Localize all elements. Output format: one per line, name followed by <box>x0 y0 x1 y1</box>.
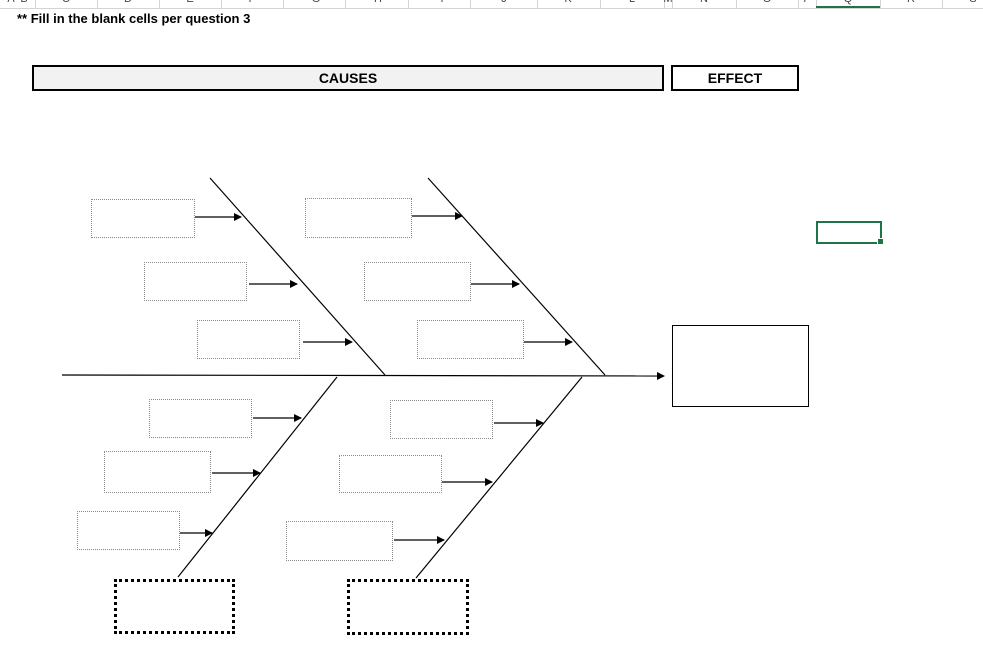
column-divider <box>942 0 943 8</box>
cause-cell-lower-left-3[interactable] <box>77 511 180 550</box>
column-header-a[interactable]: A <box>1 0 21 5</box>
column-divider <box>35 0 36 8</box>
cause-cell-upper-left-2[interactable] <box>144 262 247 301</box>
cause-cell-upper-left-3[interactable] <box>197 320 300 359</box>
cause-cell-lower-mid-1[interactable] <box>390 400 493 439</box>
column-header-j[interactable]: J <box>494 0 514 5</box>
column-header-e[interactable]: E <box>180 0 200 5</box>
column-header-r[interactable]: R <box>901 0 921 5</box>
column-header-h[interactable]: H <box>368 0 388 5</box>
cause-cell-upper-left-1[interactable] <box>91 199 195 238</box>
column-header-n[interactable]: N <box>694 0 714 5</box>
column-header-i[interactable]: I <box>432 0 452 5</box>
column-divider <box>600 0 601 8</box>
column-divider <box>345 0 346 8</box>
column-header-k[interactable]: K <box>558 0 578 5</box>
column-divider <box>283 0 284 8</box>
selected-column-indicator <box>816 6 880 8</box>
column-divider <box>408 0 409 8</box>
lower-left-bone <box>177 376 338 578</box>
category-cell-left[interactable] <box>114 579 235 634</box>
column-divider <box>470 0 471 8</box>
upper-mid-bone <box>427 177 606 376</box>
column-divider <box>537 0 538 8</box>
lower-mid-bone <box>415 376 583 579</box>
column-divider <box>672 0 673 8</box>
column-header-g[interactable]: G <box>306 0 326 5</box>
column-divider <box>798 0 799 8</box>
column-divider <box>97 0 98 8</box>
cause-cell-upper-mid-2[interactable] <box>364 262 471 301</box>
column-header-q[interactable]: Q <box>838 0 858 5</box>
effect-header[interactable]: EFFECT <box>671 65 799 91</box>
cause-cell-upper-mid-3[interactable] <box>417 320 524 359</box>
category-cell-mid[interactable] <box>347 579 469 635</box>
instruction-note[interactable]: ** Fill in the blank cells per question … <box>17 11 251 26</box>
column-header-m[interactable]: M <box>658 0 678 5</box>
fill-handle[interactable] <box>877 238 884 245</box>
column-header-d[interactable]: D <box>118 0 138 5</box>
column-header-strip: A B C D E F G H I J K L M N O P Q R S <box>0 0 983 9</box>
column-header-c[interactable]: C <box>56 0 76 5</box>
column-divider <box>736 0 737 8</box>
column-divider <box>221 0 222 8</box>
active-cell-selection[interactable] <box>816 221 882 244</box>
column-divider <box>816 0 817 8</box>
column-header-l[interactable]: L <box>622 0 642 5</box>
column-divider <box>880 0 881 8</box>
column-header-s[interactable]: S <box>963 0 983 5</box>
column-header-f[interactable]: F <box>242 0 262 5</box>
effect-cell[interactable] <box>672 325 809 407</box>
column-header-o[interactable]: O <box>757 0 777 5</box>
cause-cell-upper-mid-1[interactable] <box>305 198 412 238</box>
cause-cell-lower-mid-3[interactable] <box>286 521 393 561</box>
cause-cell-lower-left-2[interactable] <box>104 451 211 493</box>
spine-line <box>61 371 665 380</box>
column-divider <box>664 0 665 8</box>
column-header-b[interactable]: B <box>14 0 34 5</box>
cause-cell-lower-left-1[interactable] <box>149 399 252 438</box>
column-divider <box>159 0 160 8</box>
cause-cell-lower-mid-2[interactable] <box>339 455 442 493</box>
column-header-p[interactable]: P <box>797 0 817 5</box>
causes-header[interactable]: CAUSES <box>32 65 664 91</box>
upper-left-bone <box>209 177 386 376</box>
